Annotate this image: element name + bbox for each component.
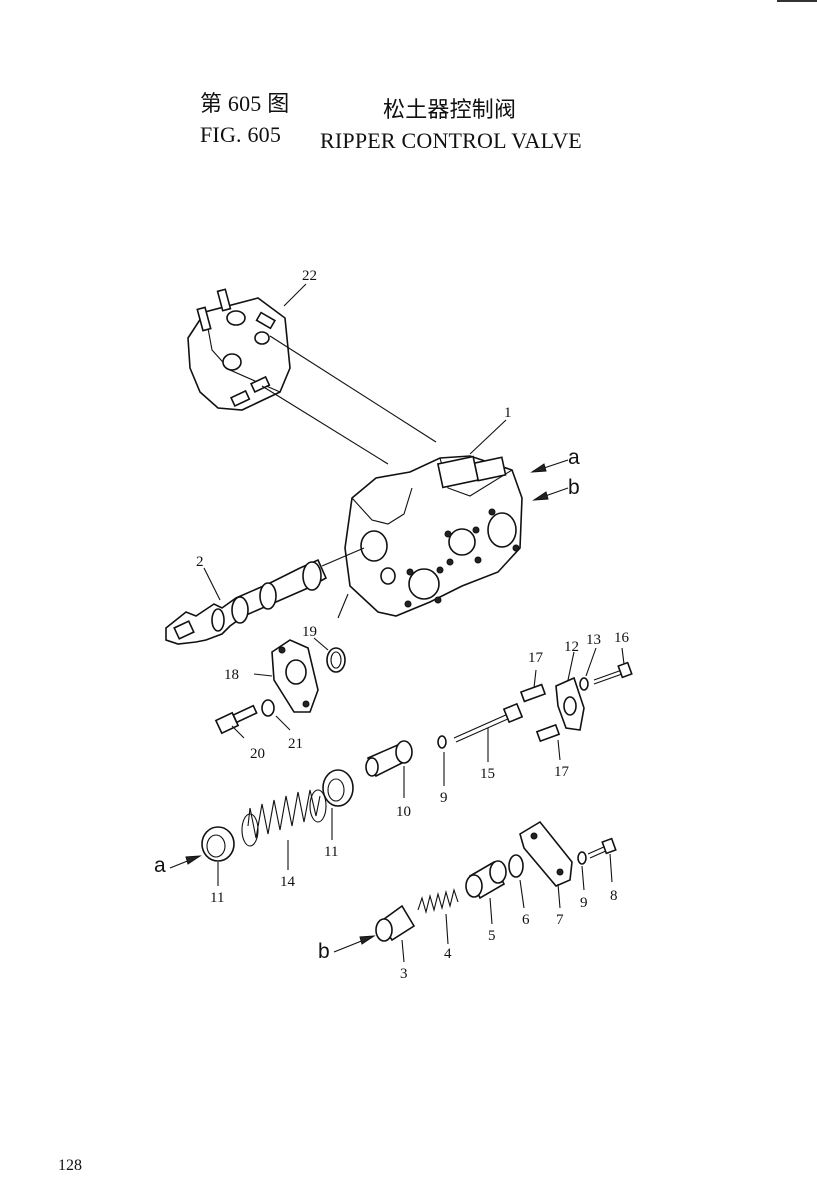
part-3-cap xyxy=(375,904,416,942)
part-22-valve-block xyxy=(187,288,291,411)
callout-8: 8 xyxy=(610,888,618,904)
part-9-washer-upper xyxy=(437,735,447,749)
figure-number-english: FIG. 605 xyxy=(200,122,282,147)
callout-22: 22 xyxy=(302,268,317,284)
direction-label-a-lower: a xyxy=(154,854,166,877)
figure-number-chinese: 第 605 图 xyxy=(200,91,290,116)
part-13-washer xyxy=(579,677,589,691)
part-15-long-bolt xyxy=(453,702,524,743)
part-8-bolt xyxy=(587,837,617,859)
direction-label-a-upper: a xyxy=(568,446,580,469)
part-18-cover-flange xyxy=(271,639,319,713)
callout-16: 16 xyxy=(614,630,630,646)
part-21-washer xyxy=(261,699,275,717)
part-17-pin-lower xyxy=(535,723,561,743)
part-20-bolt xyxy=(214,704,258,735)
callout-14: 14 xyxy=(280,874,296,890)
callout-17-lower: 17 xyxy=(554,764,570,780)
callout-13: 13 xyxy=(586,632,601,648)
part-11-retainer-lower xyxy=(201,826,235,862)
assembly-line xyxy=(261,385,389,465)
callout-1: 1 xyxy=(504,405,512,421)
callout-9-lower: 9 xyxy=(580,895,588,911)
callout-21: 21 xyxy=(288,736,303,752)
callout-18: 18 xyxy=(224,667,239,683)
direction-label-b-upper: b xyxy=(568,476,580,499)
callout-12: 12 xyxy=(564,639,579,655)
callout-15: 15 xyxy=(480,766,495,782)
callout-3: 3 xyxy=(400,966,408,982)
part-14-spring xyxy=(241,789,327,847)
callout-leaders xyxy=(203,283,625,963)
part-5-piston xyxy=(465,860,507,900)
page-number: 128 xyxy=(58,1157,82,1174)
part-2-spool xyxy=(165,547,365,645)
figure-title-english: RIPPER CONTROL VALVE xyxy=(320,128,582,153)
part-9-washer-lower xyxy=(577,851,587,865)
callout-19: 19 xyxy=(302,624,317,640)
part-6-o-ring xyxy=(508,854,524,878)
part-17-pin-upper xyxy=(519,683,547,703)
part-16-bolt xyxy=(593,661,633,685)
part-1-main-valve-body xyxy=(344,455,523,617)
part-10-sleeve xyxy=(365,740,413,778)
callout-5: 5 xyxy=(488,928,496,944)
figure-title-chinese: 松土器控制阀 xyxy=(383,97,517,122)
callout-11-lower: 11 xyxy=(210,890,224,906)
callout-10: 10 xyxy=(396,804,411,820)
part-19-o-ring xyxy=(326,647,346,673)
assembly-line xyxy=(269,335,437,443)
callout-6: 6 xyxy=(522,912,530,928)
callout-11-upper: 11 xyxy=(324,844,338,860)
callout-4: 4 xyxy=(444,946,452,962)
callout-9-upper: 9 xyxy=(440,790,448,806)
top-edge-mark xyxy=(777,0,817,2)
part-7-bracket xyxy=(519,820,573,887)
callout-2: 2 xyxy=(196,554,204,570)
callout-20: 20 xyxy=(250,746,265,762)
callout-7: 7 xyxy=(556,912,564,928)
assembly-line xyxy=(337,593,349,619)
part-11-retainer-upper xyxy=(322,769,354,807)
part-4-spring xyxy=(417,888,459,915)
callout-17-upper: 17 xyxy=(528,650,544,666)
direction-label-b-lower: b xyxy=(318,940,330,963)
part-12-plate xyxy=(555,676,585,731)
